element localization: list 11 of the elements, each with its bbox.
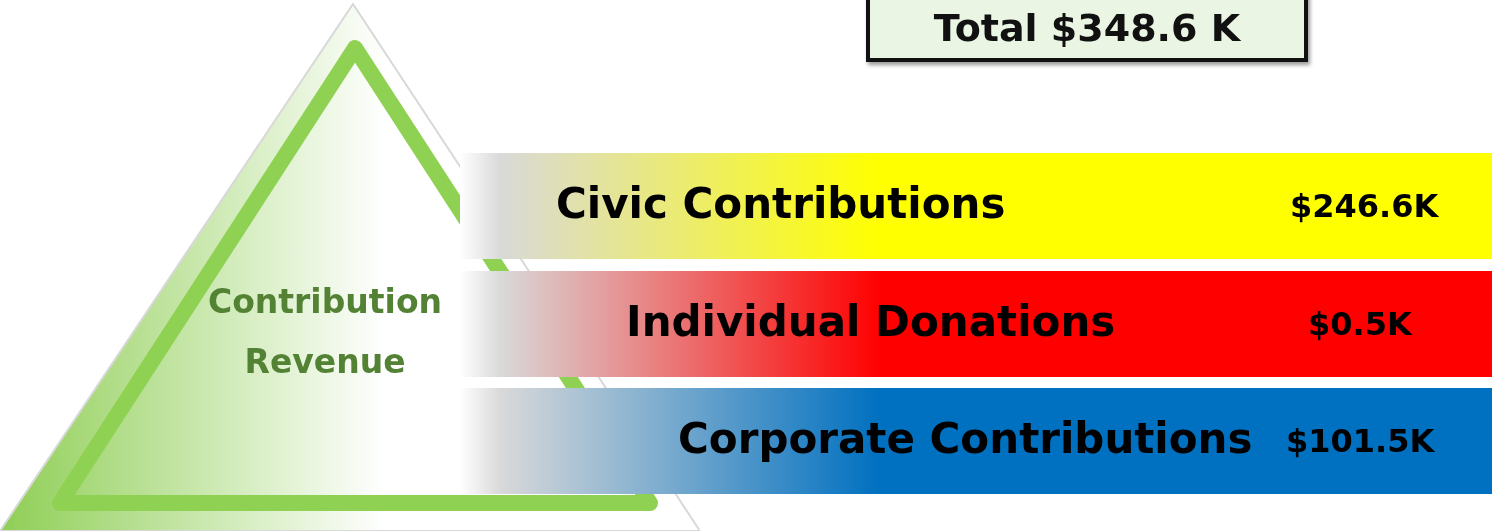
value-label: $0.5K (1308, 305, 1412, 343)
category-bar (460, 153, 1492, 259)
category-label: Corporate Contributions (678, 414, 1253, 463)
category-label: Civic Contributions (556, 179, 1006, 228)
category-label: Individual Donations (626, 297, 1116, 346)
total-label: Total $348.6 K (932, 6, 1242, 50)
value-label: $101.5K (1286, 422, 1435, 460)
triangle-label: Contribution Revenue (206, 281, 444, 383)
category-bar (460, 388, 1492, 494)
category-bar (460, 271, 1492, 377)
value-label: $246.6K (1290, 187, 1439, 225)
